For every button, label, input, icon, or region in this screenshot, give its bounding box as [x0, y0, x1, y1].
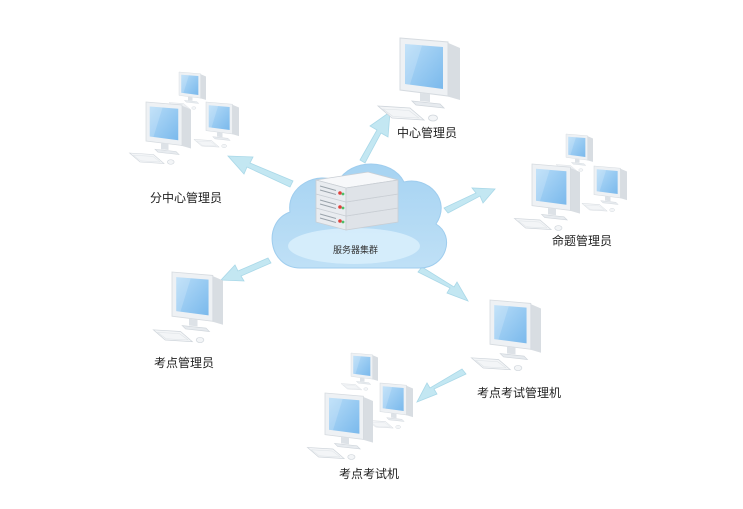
question-admin-label: 命题管理员: [552, 234, 613, 248]
site-exam-manager-label: 考点考试管理机: [477, 386, 562, 400]
computer-icon: [377, 37, 461, 122]
computer-icon: [306, 392, 374, 460]
site-exam-pcs-label: 考点考试机: [339, 467, 400, 481]
computer-icon: [152, 271, 224, 343]
computer-icon: [193, 101, 240, 148]
center-admin-label: 中心管理员: [397, 126, 458, 140]
arrow-to-center-admin: [359, 111, 391, 164]
computer-icon: [340, 352, 379, 391]
arrow-to-exam-pcs: [416, 368, 467, 403]
branch-admin-label: 分中心管理员: [150, 191, 223, 205]
server-stack-icon: [315, 171, 399, 231]
computer-icon: [514, 163, 581, 231]
computer-icon: [581, 165, 628, 212]
arrow-to-site-admin: [220, 257, 272, 282]
computer-icon: [367, 382, 414, 429]
arrow-to-question-admin: [443, 187, 496, 214]
computer-icon: [168, 71, 207, 110]
computer-icon: [129, 101, 192, 165]
arrow-to-exam-manager: [417, 266, 469, 302]
site-admin-label: 考点管理员: [154, 356, 215, 370]
computer-icon: [470, 299, 542, 371]
server-cluster-label: 服务器集群: [333, 246, 379, 256]
computer-icon: [555, 133, 594, 172]
arrow-to-branch-admin: [227, 155, 294, 188]
